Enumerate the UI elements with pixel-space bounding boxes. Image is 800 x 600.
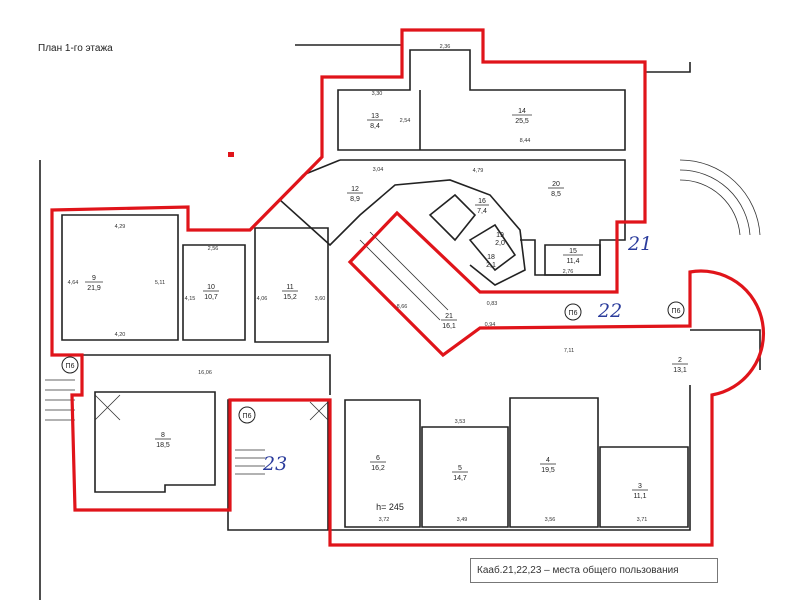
svg-text:21,9: 21,9 <box>87 285 101 292</box>
svg-text:3,53: 3,53 <box>455 419 466 425</box>
svg-text:16,1: 16,1 <box>442 323 456 330</box>
svg-text:10,7: 10,7 <box>204 294 218 301</box>
svg-text:11,4: 11,4 <box>566 258 579 265</box>
svg-text:5: 5 <box>458 465 462 472</box>
svg-text:3: 3 <box>638 483 642 490</box>
stair-marker: П6 <box>667 301 685 319</box>
svg-text:3,04: 3,04 <box>373 167 384 173</box>
svg-text:3,56: 3,56 <box>545 517 556 523</box>
svg-text:18,5: 18,5 <box>156 442 170 449</box>
svg-text:9: 9 <box>92 275 96 282</box>
svg-text:3,49: 3,49 <box>457 517 468 523</box>
svg-text:14: 14 <box>518 108 526 115</box>
svg-text:7,4: 7,4 <box>477 208 487 215</box>
room-3[interactable]: 311,1 <box>632 483 648 500</box>
svg-text:3,30: 3,30 <box>372 91 383 97</box>
room-21[interactable]: 21 16,1 <box>441 313 457 330</box>
svg-text:2,0: 2,0 <box>495 240 505 247</box>
room-18[interactable]: 182,1 <box>486 254 496 269</box>
room-10[interactable]: 10 10,7 <box>203 284 219 301</box>
svg-text:12: 12 <box>351 186 359 193</box>
svg-text:8,44: 8,44 <box>520 138 531 144</box>
svg-text:21: 21 <box>445 313 453 320</box>
red-mark <box>228 152 234 157</box>
svg-text:13: 13 <box>371 113 379 120</box>
svg-text:П6: П6 <box>243 413 252 420</box>
stair-marker: П6 <box>61 356 79 374</box>
svg-text:8,9: 8,9 <box>350 196 360 203</box>
svg-text:8,5: 8,5 <box>551 191 561 198</box>
walls <box>39 29 761 600</box>
svg-text:0,94: 0,94 <box>485 322 496 328</box>
svg-text:11: 11 <box>286 284 293 291</box>
handwritten-label-21: 21 <box>627 233 652 255</box>
room-6[interactable]: 616,2 <box>370 455 386 472</box>
svg-text:4,15: 4,15 <box>185 296 196 302</box>
svg-text:4,20: 4,20 <box>115 332 126 338</box>
svg-text:4,79: 4,79 <box>473 168 484 174</box>
room-2[interactable]: 213,1 <box>672 357 688 374</box>
svg-text:4,64: 4,64 <box>68 280 79 286</box>
svg-text:14,7: 14,7 <box>453 475 467 482</box>
svg-text:2,54: 2,54 <box>400 118 411 124</box>
handwritten-label-22: 22 <box>597 300 622 322</box>
room-12[interactable]: 128,9 <box>347 186 363 203</box>
room-15[interactable]: 15 11,4 <box>563 248 583 265</box>
svg-text:П6: П6 <box>569 310 578 317</box>
svg-text:8,4: 8,4 <box>370 123 380 130</box>
svg-text:2: 2 <box>678 357 682 364</box>
legend-note: Кааб.21,22,23 – места общего пользования <box>470 558 718 583</box>
svg-text:18: 18 <box>487 254 495 261</box>
svg-text:П6: П6 <box>672 308 681 315</box>
ceiling-height: h= 245 <box>376 502 404 512</box>
svg-text:2,36: 2,36 <box>440 44 451 50</box>
svg-text:3,60: 3,60 <box>315 296 326 302</box>
room-19[interactable]: 192,0 <box>495 232 505 247</box>
svg-text:15: 15 <box>569 248 577 255</box>
svg-text:4,06: 4,06 <box>257 296 268 302</box>
common-area-outline <box>50 28 766 547</box>
svg-text:П6: П6 <box>66 363 75 370</box>
stair-markers: П6 П6 П6 П6 <box>61 301 685 424</box>
svg-text:20: 20 <box>552 181 560 188</box>
room-11[interactable]: 11 15,2 <box>282 284 298 301</box>
svg-text:13,1: 13,1 <box>673 367 687 374</box>
svg-text:19: 19 <box>496 232 504 239</box>
room-5[interactable]: 514,7 <box>452 465 468 482</box>
handwritten-label-23: 23 <box>262 453 287 475</box>
dimension-labels: 2,36 3,30 2,54 8,44 3,04 4,79 4,29 5,11 … <box>68 44 648 523</box>
svg-text:16,06: 16,06 <box>198 370 212 376</box>
svg-text:16,2: 16,2 <box>371 465 385 472</box>
room-14[interactable]: 14 25,5 <box>512 108 532 125</box>
svg-text:19,5: 19,5 <box>541 467 555 474</box>
svg-text:4,29: 4,29 <box>115 224 126 230</box>
svg-text:2,76: 2,76 <box>563 269 574 275</box>
svg-text:11,1: 11,1 <box>633 493 646 500</box>
svg-text:15,2: 15,2 <box>283 294 297 301</box>
room-16[interactable]: 167,4 <box>475 198 489 215</box>
svg-text:2,56: 2,56 <box>208 246 219 252</box>
room-4[interactable]: 419,5 <box>540 457 556 474</box>
room-9[interactable]: 921,9 <box>85 275 103 292</box>
svg-text:3,72: 3,72 <box>379 517 390 523</box>
svg-text:10: 10 <box>207 284 215 291</box>
svg-text:6: 6 <box>376 455 380 462</box>
svg-text:8,66: 8,66 <box>397 304 408 310</box>
svg-text:0,83: 0,83 <box>487 301 498 307</box>
room-20[interactable]: 208,5 <box>548 181 564 198</box>
svg-text:5,11: 5,11 <box>155 280 165 286</box>
plan-title: План 1-го этажа <box>38 43 113 54</box>
room-8[interactable]: 818,5 <box>155 432 171 449</box>
svg-text:25,5: 25,5 <box>515 118 529 125</box>
svg-text:3,71: 3,71 <box>637 517 648 523</box>
svg-text:8: 8 <box>161 432 165 439</box>
svg-text:16: 16 <box>478 198 486 205</box>
stair-marker: П6 <box>564 303 582 321</box>
svg-text:7,11: 7,11 <box>564 348 574 354</box>
room-13[interactable]: 138,4 <box>367 113 383 130</box>
svg-text:2,1: 2,1 <box>486 262 496 269</box>
svg-text:4: 4 <box>546 457 550 464</box>
stair-marker: П6 <box>238 406 256 424</box>
